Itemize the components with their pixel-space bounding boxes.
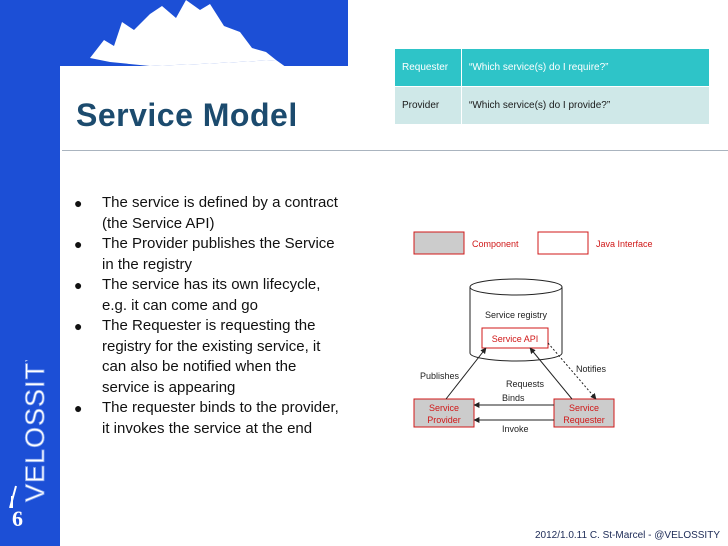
bullet-line: e.g. it can come and go <box>102 296 258 314</box>
table-row: Provider “Which service(s) do I provide?… <box>394 86 710 125</box>
notifies-arrow <box>547 342 597 400</box>
requests-arrow <box>529 347 573 400</box>
bullet-line: The Requester is requesting the <box>102 317 316 334</box>
registry-label: Service registry <box>485 310 548 320</box>
notifies-label: Notifies <box>576 364 607 374</box>
bullet-line: The requester binds to the provider, <box>102 399 339 416</box>
bullet-line: service is appearing <box>102 378 236 396</box>
legend-component-label: Component <box>472 239 519 249</box>
registry-cylinder <box>469 287 563 362</box>
bullet-dot-icon: ● <box>74 236 83 252</box>
service-provider-label: Provider <box>427 415 461 425</box>
bullet-line: it invokes the service at the end <box>102 419 313 437</box>
bullet-item: ● The Requester is requesting the registry… <box>74 316 374 398</box>
bullet-list: ● The service is defined by a contract (th… <box>74 193 374 439</box>
publishes-arrow <box>445 347 487 400</box>
title-divider <box>62 150 728 151</box>
bullet-item: ● The service has its own lifecycle, e.g. … <box>74 275 374 316</box>
bullet-dot-icon: ● <box>74 400 83 416</box>
roles-table: Requester “Which service(s) do I require… <box>394 48 710 125</box>
slide-title: Service Model <box>76 97 298 133</box>
page-number: 6 <box>12 506 23 531</box>
table-row: Requester “Which service(s) do I require… <box>394 48 710 87</box>
legend-interface-swatch <box>537 231 589 255</box>
bullet-dot-icon: ● <box>74 277 83 293</box>
registry-cylinder-top <box>469 278 563 296</box>
bullet-dot-icon: ● <box>74 195 83 211</box>
legend-interface-label: Java Interface <box>596 239 653 249</box>
footer-credit: 2012/1.0.11 C. St-Marcel - @VELOSSITY <box>534 530 720 541</box>
bullet-item: ● The Provider publishes the Service in th… <box>74 234 374 275</box>
bullet-line: The service has its own lifecycle, <box>102 276 321 293</box>
table-cell-role: Requester <box>394 48 462 87</box>
velossity-logo: VELOSSITY <box>9 360 50 508</box>
bullet-line: The Provider publishes the Service <box>102 235 335 252</box>
service-requester-box <box>553 398 615 428</box>
service-diagram: Component Java Interface Service registr… <box>413 231 653 434</box>
service-provider-label: Service <box>429 403 459 413</box>
publishes-label: Publishes <box>420 371 460 381</box>
table-cell-role: Provider <box>394 86 462 125</box>
bullet-line: in the registry <box>102 255 193 273</box>
bullet-line: registry for the existing service, it <box>102 337 321 355</box>
legend-component-swatch <box>413 231 465 255</box>
bullet-item: ● The requester binds to the provider, it … <box>74 398 374 439</box>
service-api-box <box>481 327 549 349</box>
bullet-item: ● The service is defined by a contract (th… <box>74 193 374 234</box>
table-cell-question: “Which service(s) do I require?” <box>461 48 710 87</box>
service-requester-label: Requester <box>563 415 605 425</box>
table-cell-question: “Which service(s) do I provide?” <box>461 86 710 125</box>
bullet-dot-icon: ● <box>74 318 83 334</box>
invoke-label: Invoke <box>502 424 529 434</box>
service-requester-label: Service <box>569 403 599 413</box>
bullet-line: (the Service API) <box>102 214 215 232</box>
service-api-label: Service API <box>492 334 539 344</box>
left-brand-bar <box>0 0 60 546</box>
bullet-line: The service is defined by a contract <box>102 194 338 211</box>
logo-text: VELOSSITY <box>20 360 50 502</box>
binds-label: Binds <box>502 393 525 403</box>
requests-label: Requests <box>506 379 545 389</box>
bullet-line: can also be notified when the <box>102 358 297 375</box>
service-provider-box <box>413 398 475 428</box>
mountain-graphic <box>90 0 300 80</box>
